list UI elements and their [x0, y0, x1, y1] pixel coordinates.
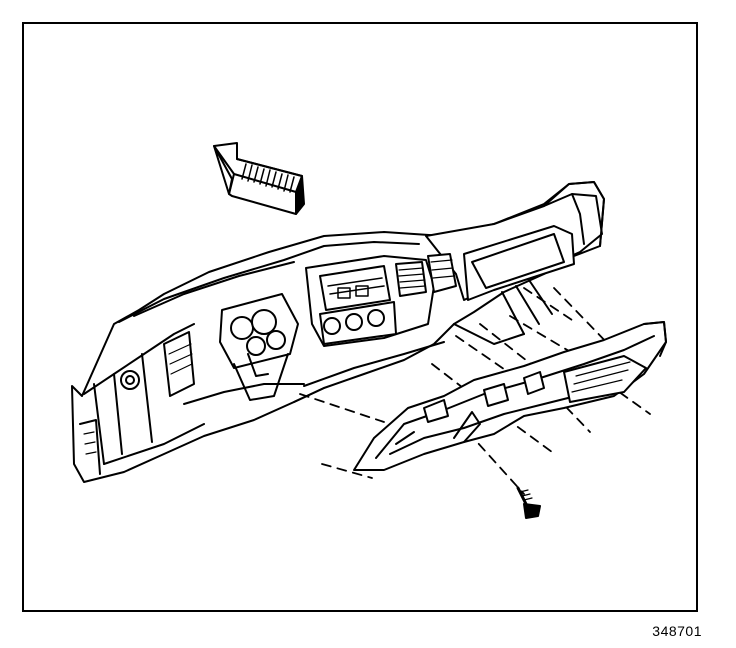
figure-number: 348701	[652, 623, 702, 639]
forward-arrow-icon	[213, 142, 305, 215]
lower-trim-panel	[353, 321, 667, 471]
bolt-icon	[516, 486, 541, 519]
instrument-panel-diagram	[71, 142, 667, 519]
instrument-panel-carrier	[71, 181, 605, 483]
figure-frame	[22, 22, 698, 612]
